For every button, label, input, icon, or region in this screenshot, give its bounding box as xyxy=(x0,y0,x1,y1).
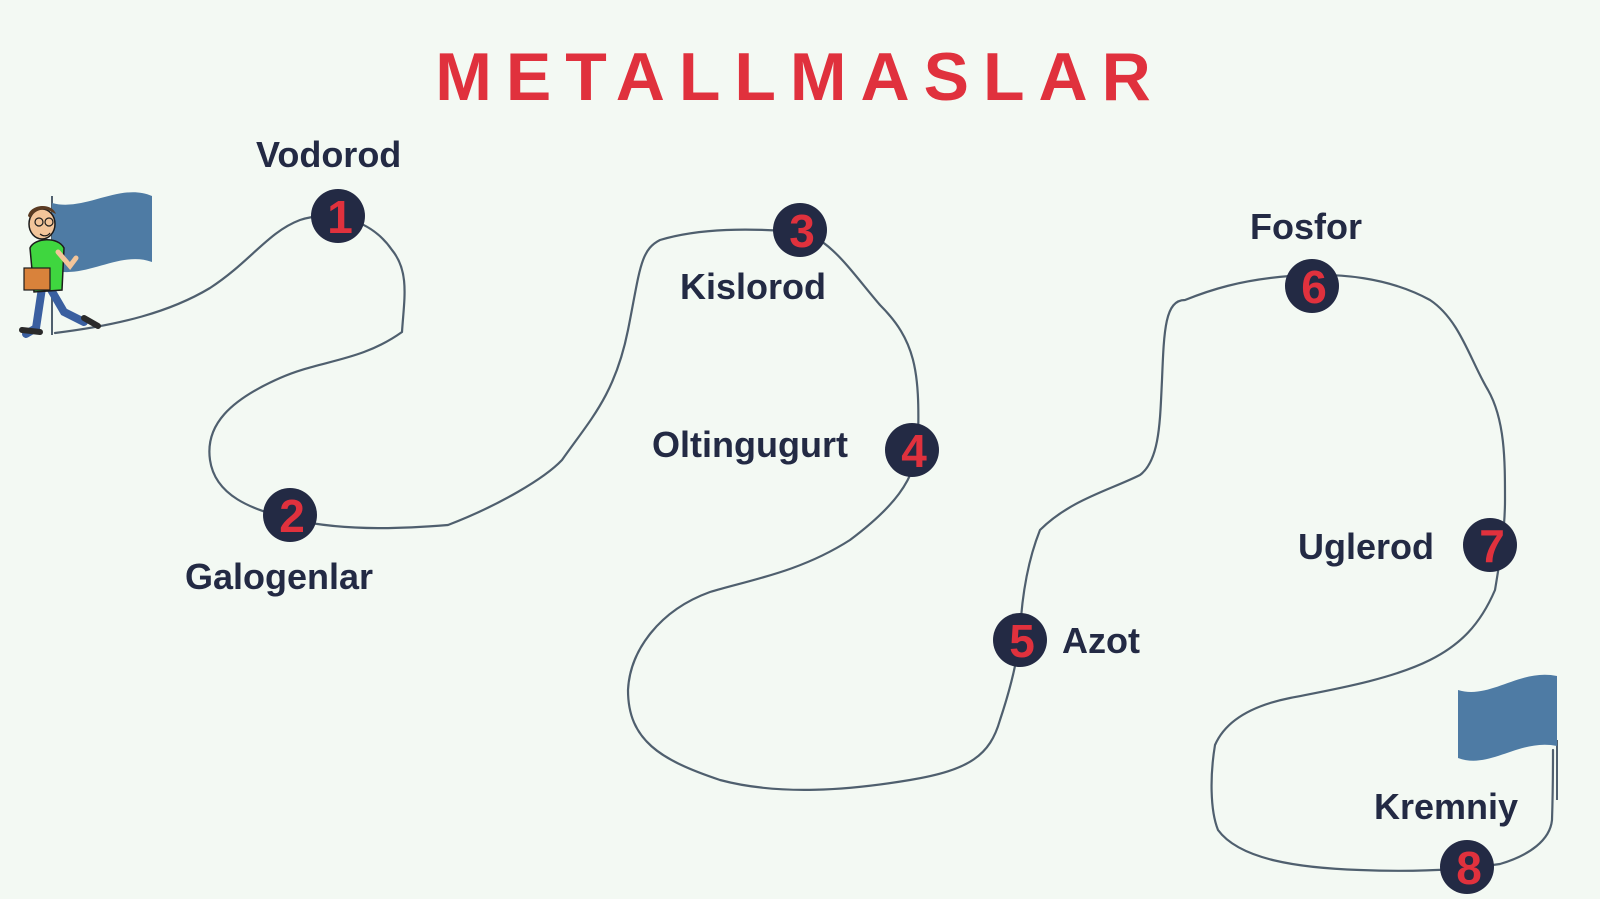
stop-marker-circle xyxy=(993,613,1047,667)
stop-label-uglerod: Uglerod xyxy=(1298,526,1435,567)
stop-marker-circle xyxy=(1440,840,1494,894)
stop-label-fosfor: Fosfor xyxy=(1250,206,1362,247)
finish-flag-icon xyxy=(1458,674,1558,800)
stop-marker-number: 4 xyxy=(901,425,927,477)
stop-marker-8: 8 xyxy=(1440,840,1494,894)
stop-marker-1: 1 xyxy=(311,189,365,243)
stop-marker-circle xyxy=(773,203,827,257)
stop-label-oltingugurt: Oltingugurt xyxy=(652,424,848,465)
stop-marker-number: 8 xyxy=(1456,842,1482,894)
page-title: METALLMASLAR xyxy=(435,39,1165,115)
route-path xyxy=(53,214,1555,872)
stop-marker-circle xyxy=(311,189,365,243)
stop-marker-number: 1 xyxy=(327,191,353,243)
stop-marker-number: 6 xyxy=(1301,261,1327,313)
stop-label-vodorod: Vodorod xyxy=(256,134,402,175)
stop-marker-2: 2 xyxy=(263,488,317,542)
stop-marker-number: 2 xyxy=(279,490,305,542)
walking-man-with-flag-icon xyxy=(19,192,152,338)
stop-marker-number: 7 xyxy=(1479,520,1505,572)
stop-label-kremniy: Kremniy xyxy=(1374,786,1519,827)
stop-marker-7: 7 xyxy=(1463,518,1517,572)
stop-marker-circle xyxy=(885,423,939,477)
stop-marker-circle xyxy=(1285,259,1339,313)
stop-markers: 1 2 3 4 5 6 7 8 xyxy=(263,189,1517,894)
stop-marker-5: 5 xyxy=(993,613,1047,667)
stop-marker-4: 4 xyxy=(885,423,939,477)
stop-marker-circle xyxy=(263,488,317,542)
stop-marker-6: 6 xyxy=(1285,259,1339,313)
stop-marker-number: 3 xyxy=(789,205,815,257)
stop-marker-3: 3 xyxy=(773,203,827,257)
stop-label-kislorod: Kislorod xyxy=(680,266,827,307)
stop-label-galogenlar: Galogenlar xyxy=(185,556,374,597)
stop-label-azot: Azot xyxy=(1062,620,1140,661)
stop-marker-circle xyxy=(1463,518,1517,572)
stop-marker-number: 5 xyxy=(1009,615,1035,667)
